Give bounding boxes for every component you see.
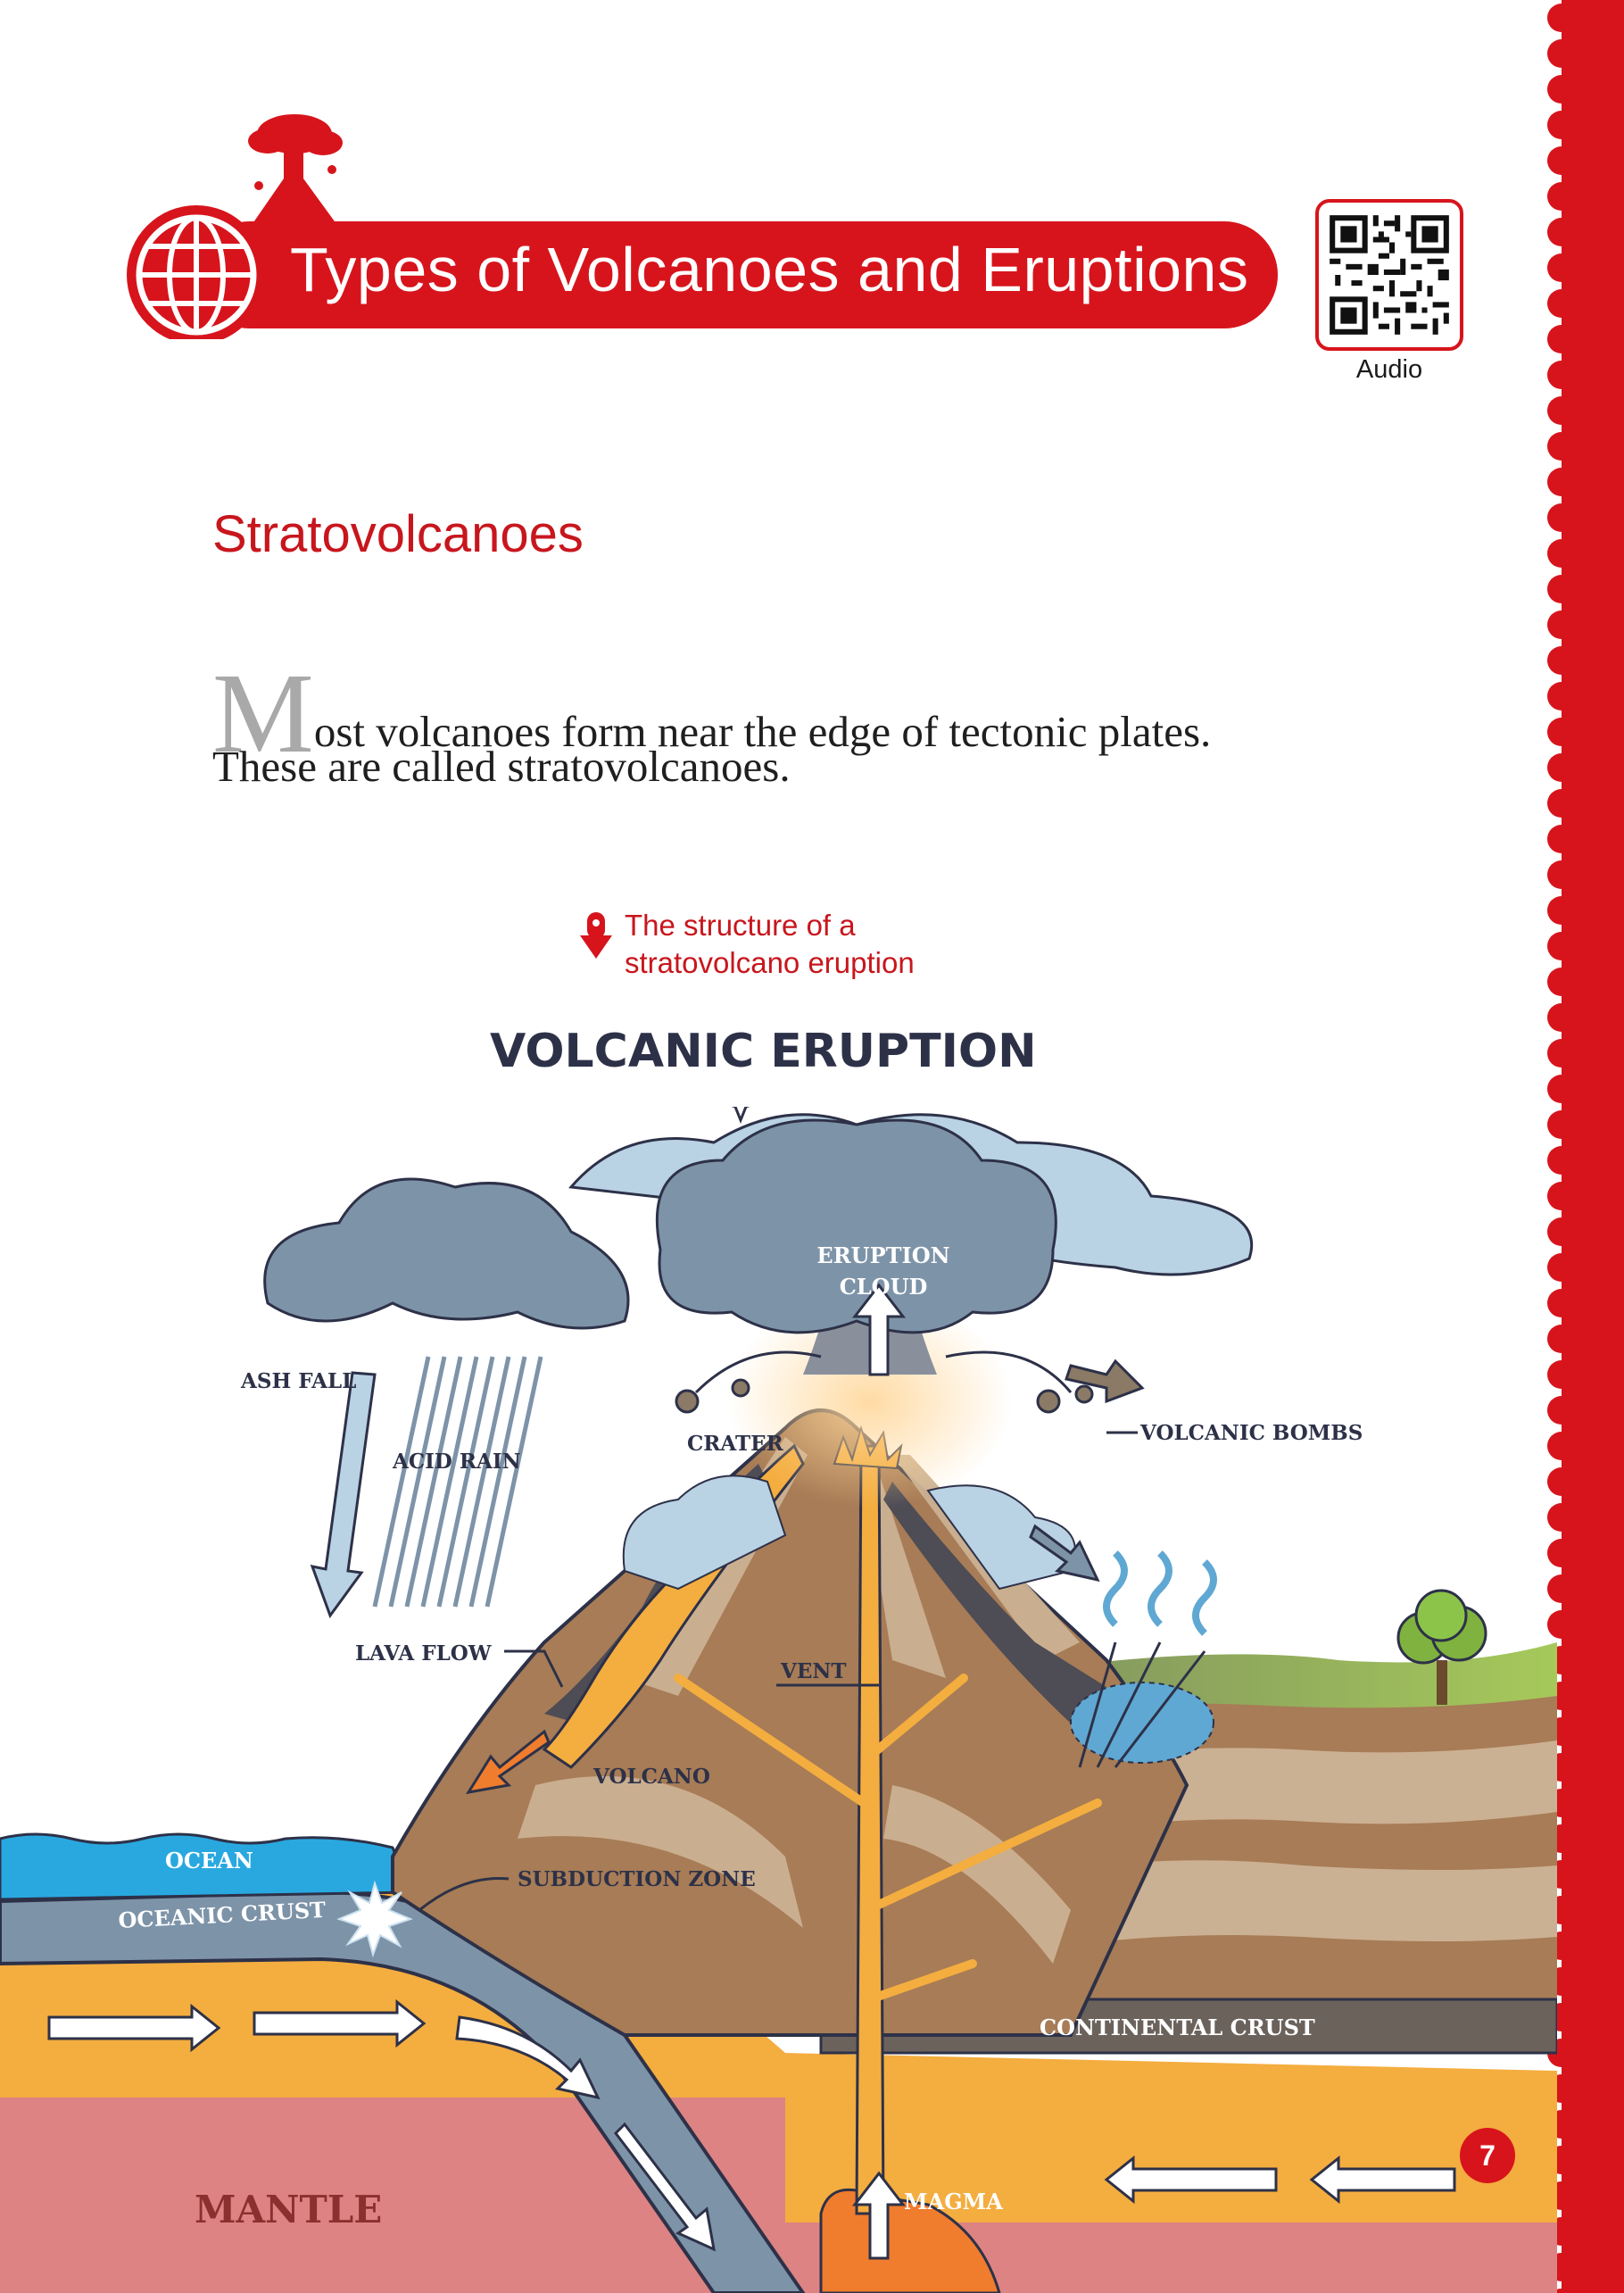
section-heading: Stratovolcanoes [212,505,584,563]
vent-conduit [855,1444,885,2215]
label-mantle: MANTLE [195,2188,382,2231]
label-lava-flow: LAVA FLOW [355,1641,493,1666]
page-title: Types of Volcanoes and Eruptions [290,235,1249,304]
audio-qr-code[interactable] [1315,199,1463,351]
label-eruption-cloud-1: ERUPTION [816,1242,949,1268]
header-banner [127,114,1278,339]
ash-fall-arrow [310,1371,377,1619]
audio-label: Audio [1355,355,1423,384]
body-text-line-1: ost volcanoes form near the edge of tect… [313,707,1212,756]
body-paragraph-line-1: Most volcanoes form near the edge of tec… [212,656,1211,770]
label-volcanic-bombs: VOLCANIC BOMBS [1139,1421,1363,1445]
label-vent: VENT [780,1659,847,1683]
sparkle-icon [731,1107,750,1125]
volcano-icon [248,114,343,228]
drop-cap: M [212,650,314,777]
qr-code-icon [1330,215,1449,335]
volcano-diagram: ERUPTION CLOUD ASH FALL ACID RAIN CRATER… [0,1107,1557,2293]
diagram-title: VOLCANIC ERUPTION [490,1025,1037,1078]
label-volcano: VOLCANO [592,1765,710,1789]
label-acid-rain: ACID RAIN [392,1450,521,1474]
ocean [0,1832,413,1901]
down-arrow-icon [580,912,612,959]
caption-line-1: The structure of a [625,909,856,942]
label-magma: MAGMA [904,2189,1003,2214]
page-number: 7 [1460,2128,1515,2183]
eruption-cloud [655,1118,1057,1334]
label-continental-crust: CONTINENTAL CRUST [1040,2015,1315,2040]
magma-chamber [819,2188,1001,2293]
tree-icon [1396,1589,1487,1705]
subduction-spark-icon [336,1880,413,1958]
label-subduction-zone: SUBDUCTION ZONE [518,1867,756,1891]
volcano-cone [391,1408,1189,2037]
body-text-line-2: These are called stratovolcanoes. [212,742,791,791]
label-eruption-cloud-2: CLOUD [840,1274,928,1300]
label-ash-fall: ASH FALL [240,1369,356,1393]
ash-cloud [263,1177,630,1330]
label-crater: CRATER [687,1432,784,1456]
label-ocean: OCEAN [165,1848,253,1873]
caption-line-2: stratovolcano eruption [625,946,915,979]
